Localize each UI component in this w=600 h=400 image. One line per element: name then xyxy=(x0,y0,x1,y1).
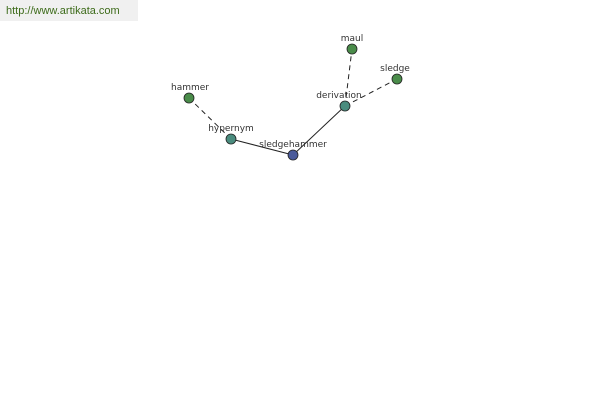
node-label-hammer[interactable]: hammer xyxy=(171,83,209,93)
node-derivation[interactable]: derivation xyxy=(316,91,362,112)
node-circle-maul[interactable] xyxy=(346,43,358,55)
node-circle-sledge[interactable] xyxy=(391,73,403,85)
node-hammer[interactable]: hammer xyxy=(171,83,209,104)
graph-nodes: sledgehammer hypernym derivation hammer maul… xyxy=(171,34,410,161)
edge-derivation-sledge xyxy=(344,78,398,107)
node-label-derivation[interactable]: derivation xyxy=(316,91,362,101)
edge-sledgehammer-hypernym xyxy=(230,138,294,156)
node-circle-derivation[interactable] xyxy=(339,100,351,112)
site-url[interactable]: http://www.artikata.com xyxy=(0,0,138,21)
node-sledge[interactable]: sledge xyxy=(380,64,410,85)
node-label-sledgehammer[interactable]: sledgehammer xyxy=(259,140,327,150)
node-label-maul[interactable]: maul xyxy=(341,34,364,44)
node-circle-sledgehammer[interactable] xyxy=(287,149,299,161)
node-circle-hammer[interactable] xyxy=(183,92,195,104)
node-sledgehammer[interactable]: sledgehammer xyxy=(259,140,327,161)
site-url-text: http://www.artikata.com xyxy=(6,4,120,17)
edge-hypernym-hammer xyxy=(188,97,232,140)
edge-derivation-maul xyxy=(344,48,353,107)
node-label-sledge[interactable]: sledge xyxy=(380,64,410,74)
node-hypernym[interactable]: hypernym xyxy=(208,124,254,145)
node-circle-hypernym[interactable] xyxy=(225,133,237,145)
node-label-hypernym[interactable]: hypernym xyxy=(208,124,254,134)
node-maul[interactable]: maul xyxy=(341,34,364,55)
graph-edges xyxy=(188,48,398,156)
edge-sledgehammer-derivation xyxy=(292,105,346,156)
